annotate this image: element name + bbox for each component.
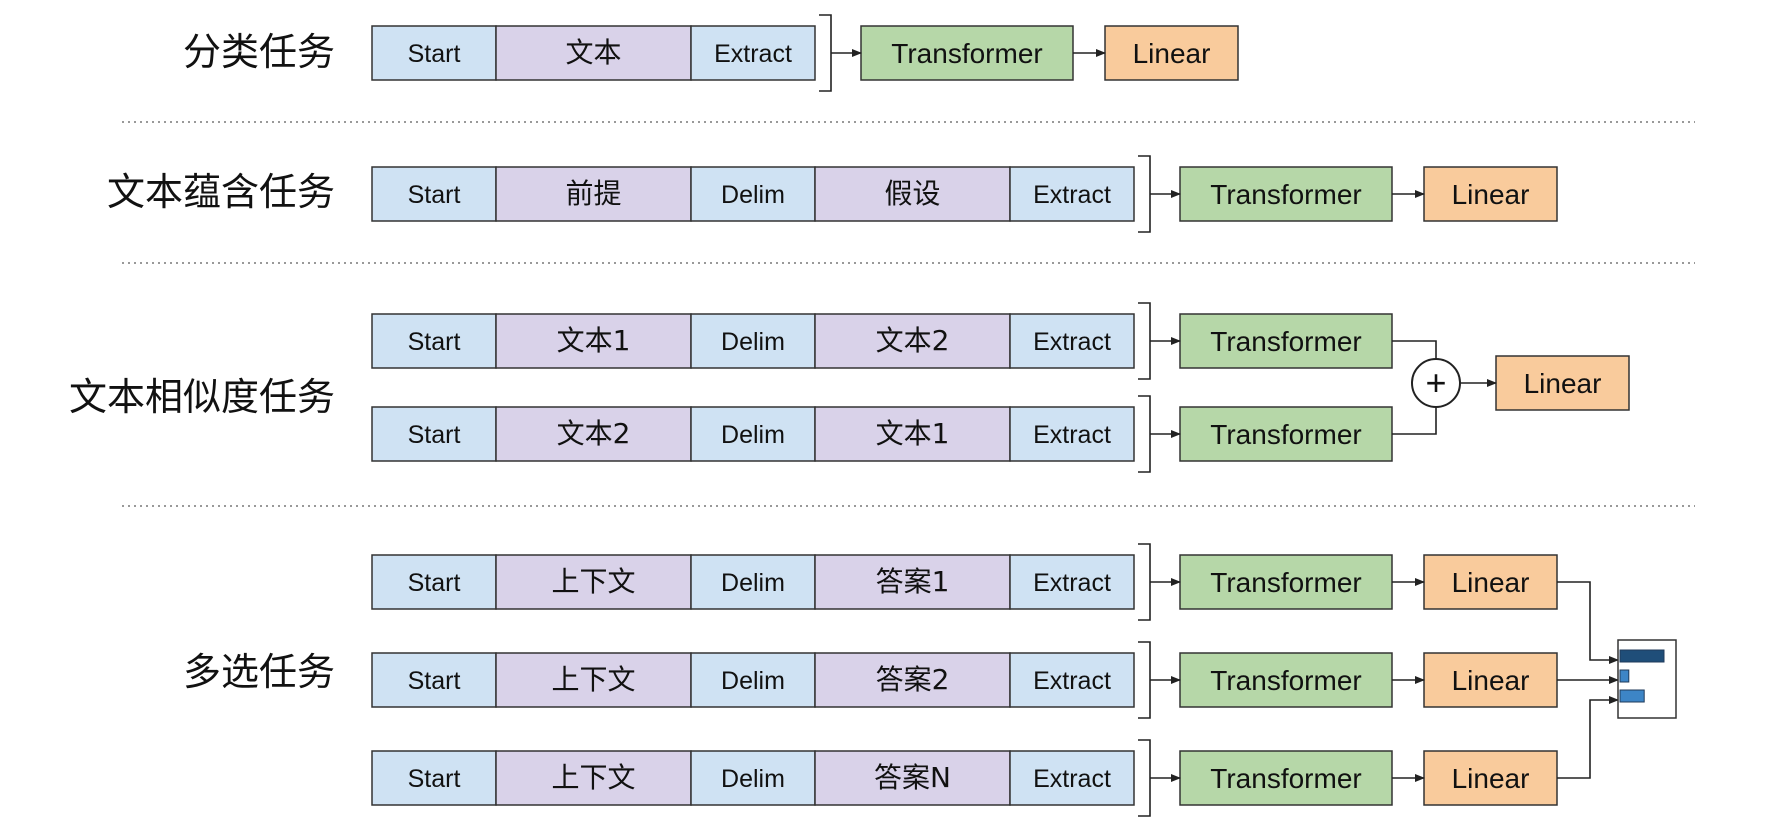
token-start: Start (408, 667, 461, 695)
token-text: 上下文 (551, 761, 635, 794)
linear-block-label: Linear (1133, 38, 1211, 69)
bracket (1138, 155, 1151, 233)
token-delim: Delim (721, 667, 785, 695)
token-sequence: Start 上下文 Delim 答案2 Extract (371, 641, 1151, 719)
connector (1392, 407, 1437, 435)
token-text: 文本2 (876, 324, 950, 357)
token-sequence: Start 上下文 Delim 答案1 Extract (371, 543, 1151, 621)
arrow (1557, 581, 1619, 664)
token-extract: Extract (1033, 421, 1111, 449)
token-text: 假设 (884, 177, 940, 210)
plus-icon: + (1425, 362, 1446, 403)
token-text: 文本 (565, 36, 621, 69)
token-sequence: Start 文本 Extract (371, 14, 832, 92)
token-extract: Extract (1033, 569, 1111, 597)
transformer-block: Transformer (1179, 406, 1393, 462)
token-text: 答案N (874, 761, 951, 794)
bar (1619, 669, 1630, 683)
token-delim: Delim (721, 569, 785, 597)
linear-block-label: Linear (1524, 368, 1602, 399)
token-text: 文本1 (876, 417, 950, 450)
token-start: Start (408, 569, 461, 597)
linear-block-label: Linear (1452, 179, 1530, 210)
bar-chart-icon (1617, 639, 1677, 719)
token-extract: Extract (1033, 667, 1111, 695)
transformer-block-label: Transformer (891, 38, 1042, 69)
connectors (831, 49, 1619, 782)
task-label-entailment: 文本蕴含任务 (107, 170, 335, 214)
bar (1619, 649, 1665, 663)
bracket (1138, 302, 1151, 380)
token-text: 文本1 (557, 324, 631, 357)
transformer-block-label: Transformer (1210, 665, 1361, 696)
linear-block-label: Linear (1452, 665, 1530, 696)
transformer-block: Transformer (1179, 652, 1393, 708)
linear-block: Linear (1423, 166, 1558, 222)
linear-block: Linear (1495, 355, 1630, 411)
transformer-block: Transformer (1179, 554, 1393, 610)
linear-block: Linear (1423, 554, 1558, 610)
token-text: 上下文 (551, 663, 635, 696)
token-text: 文本2 (557, 417, 631, 450)
bracket (1138, 395, 1151, 473)
linear-block: Linear (1423, 750, 1558, 806)
token-extract: Extract (1033, 181, 1111, 209)
bar (1619, 689, 1645, 703)
token-text: 答案1 (876, 565, 950, 598)
linear-block: Linear (1104, 25, 1239, 81)
linear-block: Linear (1423, 652, 1558, 708)
token-start: Start (408, 421, 461, 449)
token-delim: Delim (721, 181, 785, 209)
token-sequence: Start 文本2 Delim 文本1 Extract (371, 395, 1151, 473)
token-extract: Extract (1033, 765, 1111, 793)
task-label-classification: 分类任务 (183, 30, 335, 74)
token-extract: Extract (714, 40, 792, 68)
transformer-block-label: Transformer (1210, 326, 1361, 357)
token-sequence: Start 前提 Delim 假设 Extract (371, 155, 1151, 233)
transformer-block: Transformer (860, 25, 1074, 81)
transformer-block: Transformer (1179, 750, 1393, 806)
linear-block-label: Linear (1452, 567, 1530, 598)
task-label-multiple-choice: 多选任务 (183, 650, 335, 694)
bracket (1138, 641, 1151, 719)
sum-node: + (1411, 358, 1461, 408)
bracket (819, 14, 832, 92)
transformer-block: Transformer (1179, 166, 1393, 222)
transformer-block-label: Transformer (1210, 419, 1361, 450)
transformer-block-label: Transformer (1210, 763, 1361, 794)
token-text: 上下文 (551, 565, 635, 598)
token-start: Start (408, 765, 461, 793)
transformer-block-label: Transformer (1210, 179, 1361, 210)
bracket (1138, 543, 1151, 621)
token-sequence: Start 上下文 Delim 答案N Extract (371, 739, 1151, 817)
token-extract: Extract (1033, 328, 1111, 356)
transformer-block: Transformer (1179, 313, 1393, 369)
token-start: Start (408, 328, 461, 356)
token-text: 答案2 (876, 663, 950, 696)
arrow (1557, 696, 1619, 779)
transformer-block-label: Transformer (1210, 567, 1361, 598)
token-delim: Delim (721, 421, 785, 449)
bracket (1138, 739, 1151, 817)
connector (1392, 340, 1437, 359)
token-start: Start (408, 40, 461, 68)
token-sequence: Start 文本1 Delim 文本2 Extract (371, 302, 1151, 380)
task-label-similarity: 文本相似度任务 (69, 375, 335, 419)
linear-block-label: Linear (1452, 763, 1530, 794)
token-delim: Delim (721, 765, 785, 793)
token-delim: Delim (721, 328, 785, 356)
token-text: 前提 (565, 177, 621, 210)
token-start: Start (408, 181, 461, 209)
